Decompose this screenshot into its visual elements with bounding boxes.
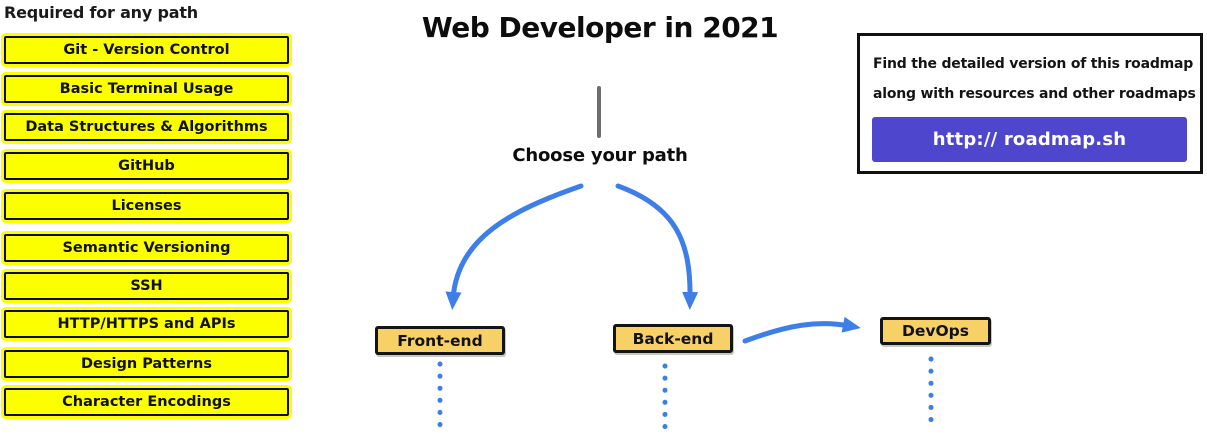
title-connector-line xyxy=(597,86,601,138)
sidebar-item-design-patterns[interactable]: Design Patterns xyxy=(4,350,289,378)
sidebar-item-label: SSH xyxy=(130,278,163,294)
sidebar-item-http-apis[interactable]: HTTP/HTTPS and APIs xyxy=(4,310,289,338)
sidebar-item-git[interactable]: Git - Version Control xyxy=(4,36,289,64)
roadmap-url-label: http:// roadmap.sh xyxy=(932,129,1127,150)
sidebar-item-encodings[interactable]: Character Encodings xyxy=(4,388,289,416)
sidebar-item-ssh[interactable]: SSH xyxy=(4,272,289,300)
sidebar-item-label: Licenses xyxy=(111,198,182,214)
path-node-label: DevOps xyxy=(902,322,969,340)
sidebar-item-dsa[interactable]: Data Structures & Algorithms xyxy=(4,113,289,141)
sidebar-item-semver[interactable]: Semantic Versioning xyxy=(4,234,289,262)
path-node-label: Front-end xyxy=(397,331,483,350)
roadmap-url-button[interactable]: http:// roadmap.sh xyxy=(872,117,1187,162)
sidebar-item-label: Basic Terminal Usage xyxy=(59,81,234,97)
sidebar-item-label: HTTP/HTTPS and APIs xyxy=(57,316,236,332)
sidebar-item-label: Git - Version Control xyxy=(63,42,230,58)
sidebar-item-github[interactable]: GitHub xyxy=(4,152,289,180)
path-node-devops[interactable]: DevOps xyxy=(880,317,991,345)
arrow-backend-to-devops xyxy=(742,316,861,344)
path-node-frontend[interactable]: Front-end xyxy=(375,326,505,355)
sidebar-item-label: Character Encodings xyxy=(62,394,231,410)
info-box-line1: Find the detailed version of this roadma… xyxy=(873,56,1194,72)
path-node-backend[interactable]: Back-end xyxy=(613,324,733,353)
sidebar-item-label: GitHub xyxy=(118,158,175,174)
sidebar-item-licenses[interactable]: Licenses xyxy=(4,192,289,220)
path-node-label: Back-end xyxy=(632,329,714,348)
info-box-text: Find the detailed version of this roadma… xyxy=(873,49,1196,109)
sidebar-item-label: Data Structures & Algorithms xyxy=(25,119,268,135)
sidebar-item-label: Semantic Versioning xyxy=(62,240,231,256)
choose-path-label: Choose your path xyxy=(512,145,688,166)
info-box: Find the detailed version of this roadma… xyxy=(857,33,1203,174)
sidebar-item-terminal[interactable]: Basic Terminal Usage xyxy=(4,75,289,103)
arrow-to-backend xyxy=(615,183,699,310)
sidebar-item-label: Design Patterns xyxy=(80,356,213,372)
sidebar-heading: Required for any path xyxy=(4,3,198,22)
page-title: Web Developer in 2021 xyxy=(421,11,779,44)
arrow-to-frontend xyxy=(445,183,584,310)
info-box-line2: along with resources and other roadmaps xyxy=(873,86,1196,102)
